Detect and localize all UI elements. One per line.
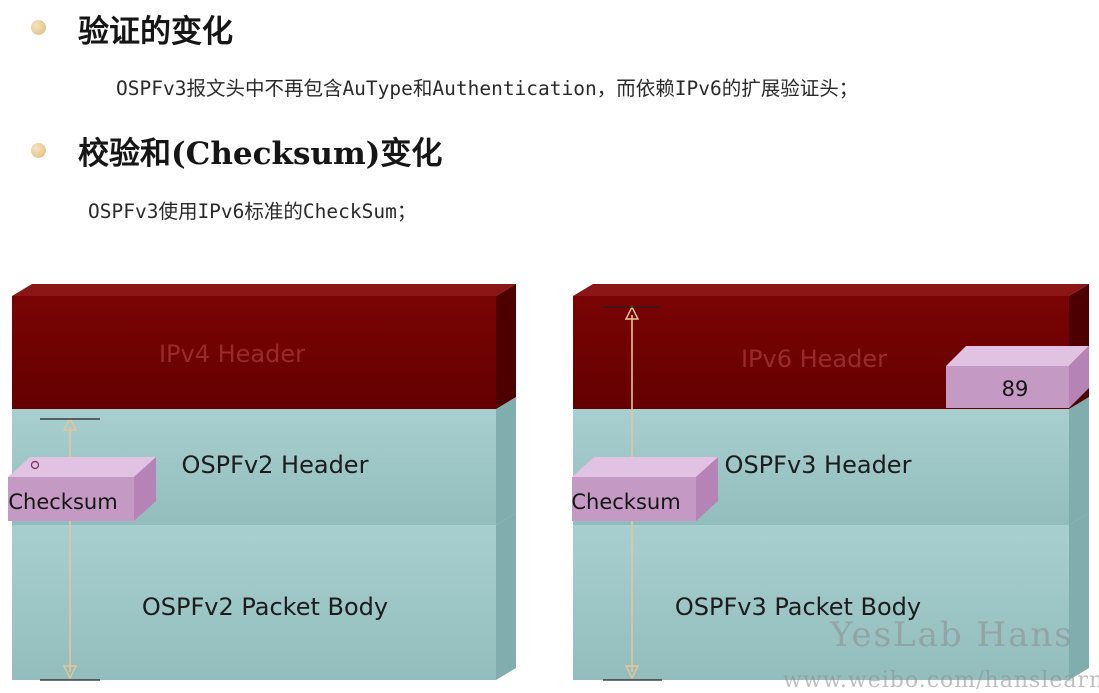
ospfv3-body-front <box>573 525 1069 680</box>
ospfv2-header-side <box>496 397 516 525</box>
checksum-box-front-right <box>572 477 696 521</box>
ospfv2-packet-body-block: OSPFv2 Packet Body <box>12 513 516 680</box>
bullet-dot-1 <box>31 20 46 35</box>
next-header-value: 89 <box>1002 377 1029 401</box>
section-text-checksum: OSPFv3使用IPv6标准的CheckSum； <box>88 200 417 223</box>
ospfv3-body-side <box>1069 513 1089 680</box>
ipv6-header-label: IPv6 Header <box>741 345 887 373</box>
checksum-box-top-right <box>572 457 718 477</box>
next-header-box-top <box>946 346 1089 366</box>
ospfv3-checksum-label: Checksum <box>571 490 680 514</box>
checksum-box-front-left <box>8 477 134 521</box>
next-header-box-front <box>946 366 1069 408</box>
ospfv2-packet-body-label: OSPFv2 Packet Body <box>142 593 388 621</box>
bullet-dot-2 <box>31 143 46 158</box>
section-title-authentication: 验证的变化 <box>78 14 233 50</box>
arrow-head-down-left <box>62 665 78 680</box>
section-title-checksum: 校验和(Checksum)变化 <box>78 136 443 172</box>
ipv4-packet-stack: OSPFv2 Packet Body OSPFv2 Header IPv4 He… <box>8 284 516 681</box>
ospfv3-header-side <box>1069 397 1089 525</box>
checksum-box-side-right <box>696 457 718 521</box>
ipv4-header-block: IPv4 Header <box>12 284 516 409</box>
ipv6-header-top <box>573 284 1089 296</box>
watermark-author: YesLab Hans <box>830 615 1074 655</box>
ospfv2-body-front <box>12 525 496 680</box>
ipv4-header-side <box>496 284 516 409</box>
checksum-marker-dot <box>30 460 40 470</box>
next-header-89-box: 89 <box>946 346 1089 408</box>
ospfv2-checksum-label: Checksum <box>8 490 117 514</box>
ipv4-header-front <box>12 296 496 409</box>
ipv4-header-label: IPv4 Header <box>159 340 305 368</box>
ipv6-packet-stack: OSPFv3 Packet Body OSPFv3 Header IPv6 He… <box>571 284 1089 681</box>
watermark-url: www.weibo.com/hanslearn <box>783 668 1099 693</box>
arrow-head-up-right <box>624 305 640 320</box>
ospfv2-body-side <box>496 513 516 680</box>
arrow-head-down-right <box>624 665 640 680</box>
ospfv3-checksum-box: Checksum <box>571 457 718 521</box>
checksum-box-top-left <box>8 457 156 477</box>
ospfv2-header-label: OSPFv2 Header <box>182 451 369 479</box>
section-text-authentication: OSPFv3报文头中不再包含AuType和Authentication，而依赖I… <box>116 77 859 100</box>
ospfv3-header-label: OSPFv3 Header <box>725 451 912 479</box>
arrow-head-up-left <box>62 416 78 431</box>
checksum-box-side-left <box>134 457 156 521</box>
ospfv3-packet-body-label: OSPFv3 Packet Body <box>675 593 921 621</box>
next-header-box-side <box>1069 346 1089 408</box>
ipv4-header-top <box>12 284 516 296</box>
ospfv2-checksum-box: Checksum <box>8 457 156 521</box>
